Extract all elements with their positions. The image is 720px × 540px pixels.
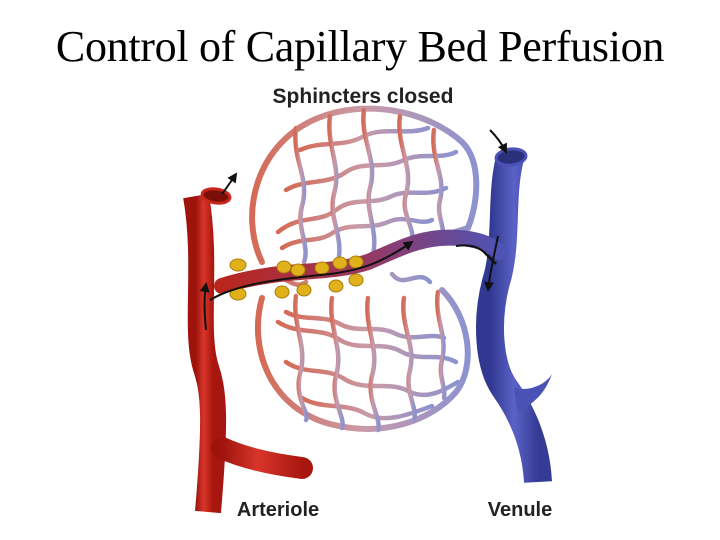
slide-title: Control of Capillary Bed Perfusion [55,22,665,71]
sphincters-closed-label: Sphincters closed [273,85,454,108]
venule-vessel [476,147,552,484]
precapillary-sphincters [229,255,364,301]
capillary-network [249,105,480,433]
arteriole-vessel [183,187,313,514]
thoroughfare-channel [214,229,508,294]
arteriole-label: Arteriole [237,499,319,521]
blood-flow-arrows [199,129,507,331]
venule-label: Venule [488,499,552,521]
